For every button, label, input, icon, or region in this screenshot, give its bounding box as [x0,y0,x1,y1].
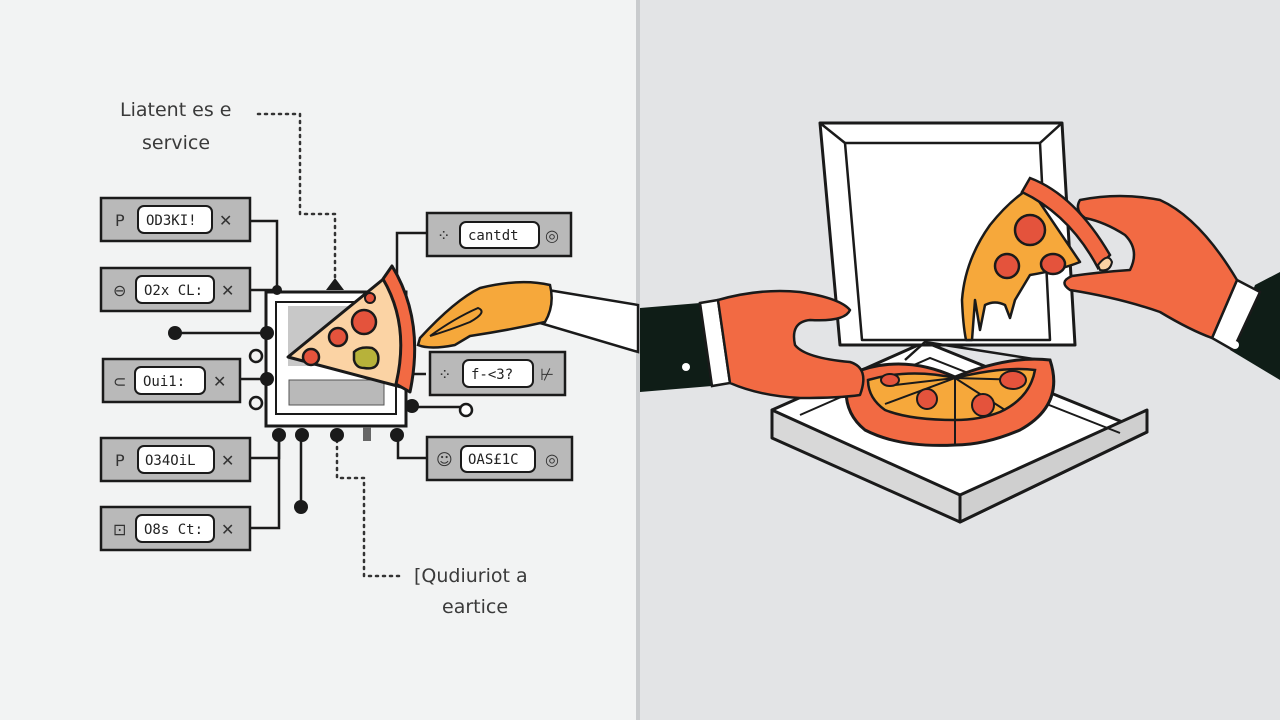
settings-icon[interactable]: ◎ [545,226,559,245]
module-icon: ⊖ [113,281,126,300]
module-row[interactable]: ⁘ cantdt ◎ [425,211,573,258]
module-label: cantdt [468,228,519,244]
module-row[interactable]: P OD3KI! ✕ [99,196,252,243]
close-icon[interactable]: ✕ [219,211,232,230]
hand-lifting-slice [1063,194,1280,380]
module-icon: ⊂ [113,372,126,391]
pizza-slice-left [286,264,417,394]
left-modules: P OD3KI! ✕ ⊖ O2x CL: ✕ ⊂ Oui1: ✕ P O34Oi… [99,196,252,552]
callout-top-line1: Liatent es e [120,99,232,121]
panel-divider [636,0,640,720]
module-row[interactable]: P O34OiL ✕ [99,436,252,483]
module-label: OAS£1C [468,452,519,468]
circuit-wires [175,219,466,530]
hand-reaching-left [416,280,640,354]
module-label: f-<3? [471,367,513,383]
module-label: Oui1: [143,374,185,390]
module-row[interactable]: ⊖ O2x CL: ✕ [99,266,252,313]
close-icon[interactable]: ✕ [221,451,234,470]
close-icon[interactable]: ✕ [221,281,234,300]
close-icon[interactable]: ✕ [221,520,234,539]
callout-bottom: [Qudiuriot a eartice [335,438,528,618]
pizza-in-box [844,357,1056,447]
module-icon: ⁘ [437,226,450,245]
callout-top-line2: service [142,132,210,154]
hand-holding-box [640,289,865,400]
module-icon: P [115,451,125,470]
module-row[interactable]: ⁘ f-<3? ⊬ [428,350,567,397]
action-icon[interactable]: ⊬ [540,365,554,384]
module-icon: ⁘ [438,365,451,384]
module-icon: P [115,211,125,230]
module-row[interactable]: ☺ OAS£1C ◎ [425,435,574,482]
module-label: O2x CL: [144,283,203,299]
close-icon[interactable]: ✕ [213,372,226,391]
callout-bottom-line2: eartice [442,596,508,618]
module-icon: ☺ [436,450,453,469]
timer-icon[interactable]: ◎ [545,450,559,469]
module-row[interactable]: ⊂ Oui1: ✕ [101,357,242,404]
module-label: OD3KI! [146,213,197,229]
module-row[interactable]: ⊡ O8s Ct: ✕ [99,505,252,552]
callout-top: Liatent es e service [120,99,344,290]
right-modules: ⁘ cantdt ◎ ⁘ f-<3? ⊬ ☺ OAS£1C ◎ [425,211,574,482]
callout-bottom-line1: [Qudiuriot a [414,565,528,587]
module-label: O8s Ct: [144,522,203,538]
pizza-slice-lifted [960,176,1114,342]
module-icon: ⊡ [113,520,126,539]
module-label: O34OiL [145,453,196,469]
